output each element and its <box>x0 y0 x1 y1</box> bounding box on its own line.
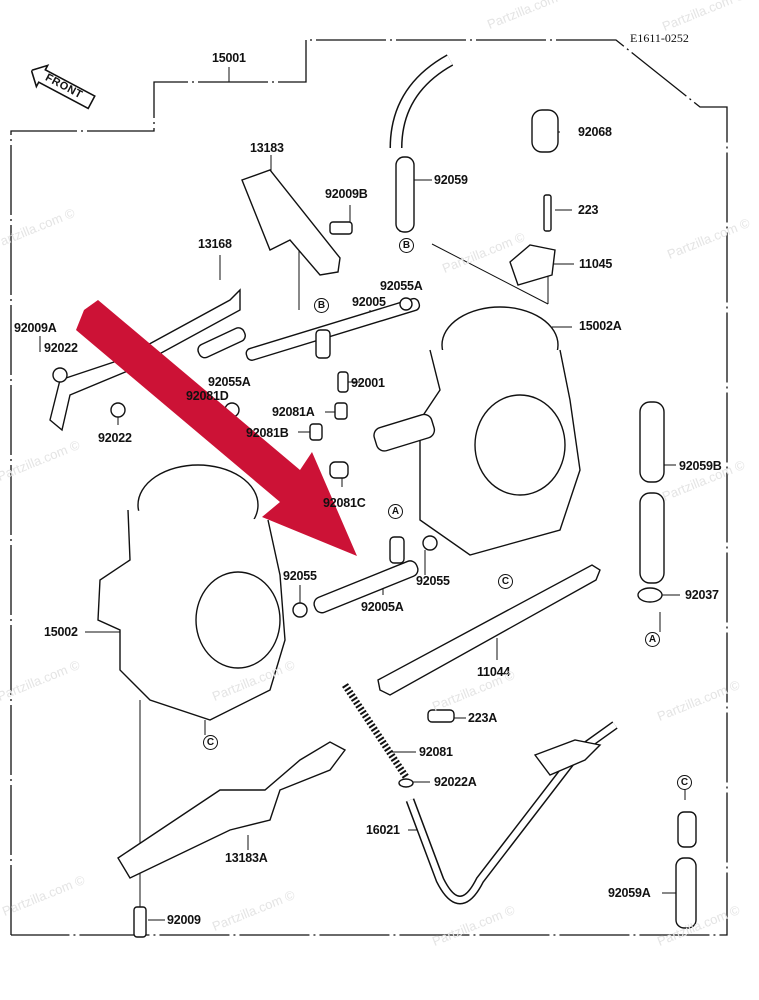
cap-92068 <box>531 109 559 153</box>
ref-marker-b-top: B <box>399 238 414 253</box>
part-label-92055-right[interactable]: 92055 <box>416 574 450 588</box>
part-label-92059A[interactable]: 92059A <box>608 886 651 900</box>
part-label-13183[interactable]: 13183 <box>250 141 284 155</box>
ref-marker-c-right: C <box>677 775 692 790</box>
part-label-92005A[interactable]: 92005A <box>361 600 404 614</box>
part-label-92081A[interactable]: 92081A <box>272 405 315 419</box>
ref-marker-a: A <box>388 504 403 519</box>
hose-92059 <box>395 156 415 233</box>
part-label-92068[interactable]: 92068 <box>578 125 612 139</box>
part-label-92009A[interactable]: 92009A <box>14 321 57 335</box>
part-label-92081D[interactable]: 92081D <box>186 389 229 403</box>
part-label-92081B[interactable]: 92081B <box>246 426 289 440</box>
ref-marker-c: C <box>498 574 513 589</box>
front-arrow-icon <box>30 64 96 110</box>
part-label-92081[interactable]: 92081 <box>419 745 453 759</box>
part-label-16021[interactable]: 16021 <box>366 823 400 837</box>
part-label-92022[interactable]: 92022 <box>98 431 132 445</box>
part-label-92037[interactable]: 92037 <box>685 588 719 602</box>
highlight-arrow <box>76 300 357 556</box>
hose-92059B <box>639 401 665 483</box>
part-label-92059B[interactable]: 92059B <box>679 459 722 473</box>
part-label-92022-left[interactable]: 92022 <box>44 341 78 355</box>
assembly-outline <box>10 39 728 936</box>
part-label-11044[interactable]: 11044 <box>477 665 511 679</box>
part-drawings <box>49 54 697 938</box>
ref-marker-a-right: A <box>645 632 660 647</box>
carburetor-15002 <box>97 464 286 721</box>
ref-marker-c-left: C <box>203 735 218 750</box>
part-label-15002[interactable]: 15002 <box>44 625 78 639</box>
part-label-92055-left[interactable]: 92055 <box>283 569 317 583</box>
part-label-92081C[interactable]: 92081C <box>323 496 366 510</box>
front-direction-marker: FRONT <box>23 58 100 120</box>
part-label-15001[interactable]: 15001 <box>212 51 246 65</box>
ref-marker-b: B <box>314 298 329 313</box>
part-label-223A[interactable]: 223A <box>468 711 498 725</box>
part-label-223[interactable]: 223 <box>578 203 599 217</box>
carburetor-15002A <box>373 306 581 556</box>
part-label-92022A[interactable]: 92022A <box>434 775 477 789</box>
part-label-92001[interactable]: 92001 <box>351 376 385 390</box>
part-label-15002A[interactable]: 15002A <box>579 319 622 333</box>
part-label-92009[interactable]: 92009 <box>167 913 201 927</box>
diagram-code: E1611-0252 <box>630 31 689 45</box>
part-label-92059[interactable]: 92059 <box>434 173 468 187</box>
part-label-11045[interactable]: 11045 <box>579 257 613 271</box>
part-label-92009B[interactable]: 92009B <box>325 187 368 201</box>
part-label-13183A[interactable]: 13183A <box>225 851 268 865</box>
part-label-92005[interactable]: 92005 <box>352 295 386 309</box>
part-label-92055A-top[interactable]: 92055A <box>380 279 423 293</box>
part-label-13168[interactable]: 13168 <box>198 237 232 251</box>
part-label-92055A[interactable]: 92055A <box>208 375 251 389</box>
